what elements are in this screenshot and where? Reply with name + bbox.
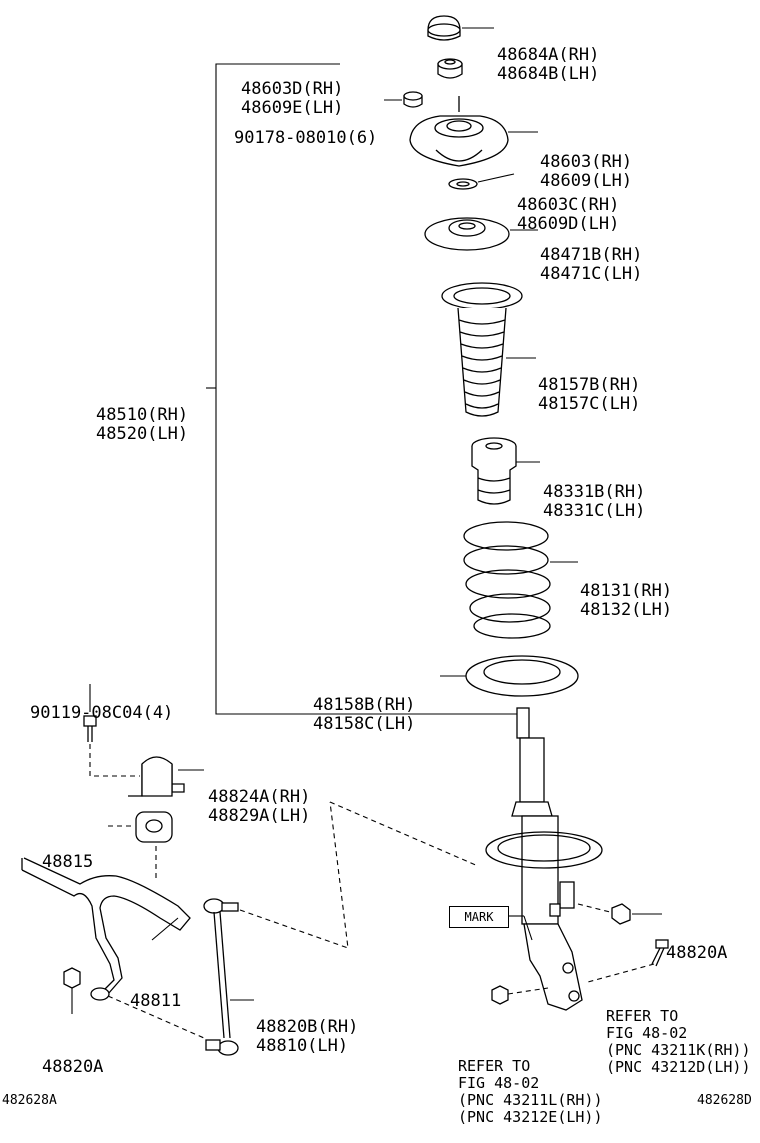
- part-bolt-right: [587, 939, 669, 983]
- part-48815-bushing: [108, 811, 173, 880]
- label-48603c: 48603C(RH)48609D(LH): [517, 195, 620, 234]
- part-48820b-link: [203, 801, 349, 1056]
- parts-diagram: [21, 15, 669, 1056]
- label-48820a-left: 48820A: [42, 1057, 104, 1077]
- label-48510: 48510(RH)48520(LH): [96, 405, 189, 444]
- label-90178: 90178-08010(6): [234, 128, 378, 148]
- part-48158-insulator: [440, 655, 579, 697]
- part-48684-cap: [427, 15, 494, 41]
- label-48824: 48824A(RH)48829A(LH): [208, 787, 311, 826]
- part-48603c-washer: [448, 173, 515, 190]
- assembly-bracket: [206, 63, 520, 715]
- label-48603d: 48603D(RH)48609E(LH): [241, 79, 344, 118]
- footer-right-code: 482628D: [697, 1093, 752, 1108]
- label-48820b: 48820B(RH)48810(LH): [256, 1017, 359, 1056]
- part-48603d-nut: [437, 58, 463, 79]
- label-48820a-right: 48820A: [666, 943, 728, 963]
- part-48331-bumper: [471, 437, 540, 505]
- part-48811-stabilizer-bar: [21, 857, 205, 1039]
- label-48811: 48811: [130, 991, 182, 1011]
- label-48331: 48331B(RH)48331C(LH): [543, 482, 646, 521]
- part-90119-bolt: [83, 684, 140, 777]
- footer-left-code: 482628A: [2, 1093, 57, 1108]
- label-48471: 48471B(RH)48471C(LH): [540, 245, 643, 284]
- mark-box: MARK: [449, 906, 509, 928]
- part-48131-spring: [463, 521, 578, 639]
- label-48684: 48684A(RH)48684B(LH): [497, 45, 600, 84]
- label-48603: 48603(RH)48609(LH): [540, 152, 633, 191]
- part-48157-boot: [441, 282, 536, 417]
- label-48158: 48158B(RH)48158C(LH): [313, 695, 416, 734]
- part-lower-nut: [491, 985, 549, 1005]
- label-48815: 48815: [42, 852, 94, 872]
- part-90178-nut: [384, 91, 423, 108]
- label-48157: 48157B(RH)48157C(LH): [538, 375, 641, 414]
- part-48824a-bracket: [128, 756, 479, 867]
- label-48131: 48131(RH)48132(LH): [580, 581, 673, 620]
- part-strut-absorber: [485, 707, 603, 1011]
- label-90119: 90119-08C04(4): [30, 703, 174, 723]
- part-48471-seat: [424, 217, 538, 251]
- part-48820a-right-nut: [577, 903, 662, 925]
- part-48603-support: [409, 96, 538, 167]
- part-48820a-left-nut: [63, 967, 81, 1014]
